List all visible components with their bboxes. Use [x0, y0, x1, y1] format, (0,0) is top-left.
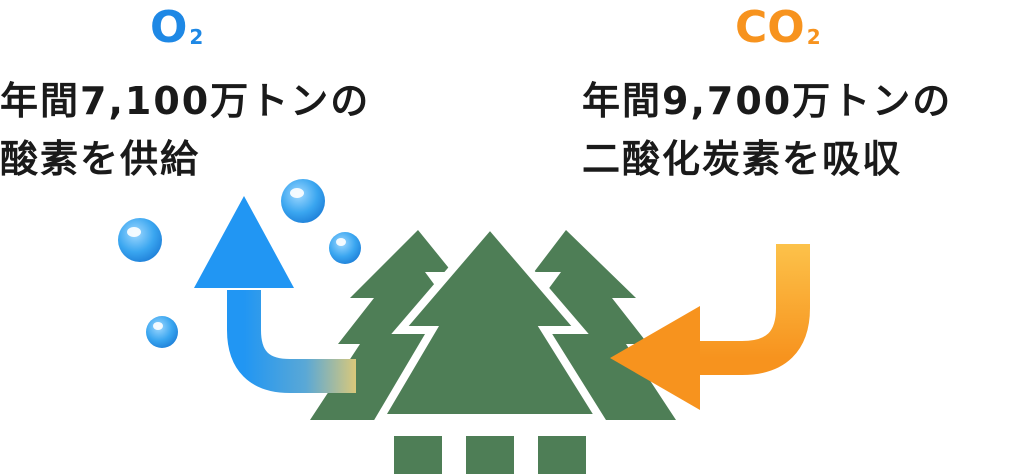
oxygen-line-1: 年間7,100万トンの	[0, 79, 371, 123]
tree-trunk-center	[466, 436, 514, 474]
o2-main: O	[150, 2, 188, 53]
co2-main: CO	[735, 2, 805, 53]
bubble-2	[118, 218, 162, 262]
arrow-left-icon	[610, 244, 810, 410]
co2-line-1: 年間9,700万トンの	[582, 79, 953, 123]
bubble-4	[146, 316, 178, 348]
bubble-3	[329, 232, 361, 264]
co2-sub: 2	[806, 25, 821, 49]
o2-sub: 2	[189, 25, 204, 49]
arrow-up-icon	[194, 196, 356, 393]
tree-icon	[310, 218, 676, 474]
oxygen-line-2: 酸素を供給	[0, 137, 201, 181]
co2-line-2: 二酸化炭素を吸収	[582, 137, 903, 181]
bubble-icon	[118, 179, 361, 348]
tree-trunk-left	[394, 436, 442, 474]
oxygen-supply-label: 年間7,100万トンの 酸素を供給	[0, 72, 370, 188]
tree-center	[372, 218, 608, 422]
co2-absorb-label: 年間9,700万トンの 二酸化炭素を吸収	[582, 72, 952, 188]
tree-trunk-right	[538, 436, 586, 474]
